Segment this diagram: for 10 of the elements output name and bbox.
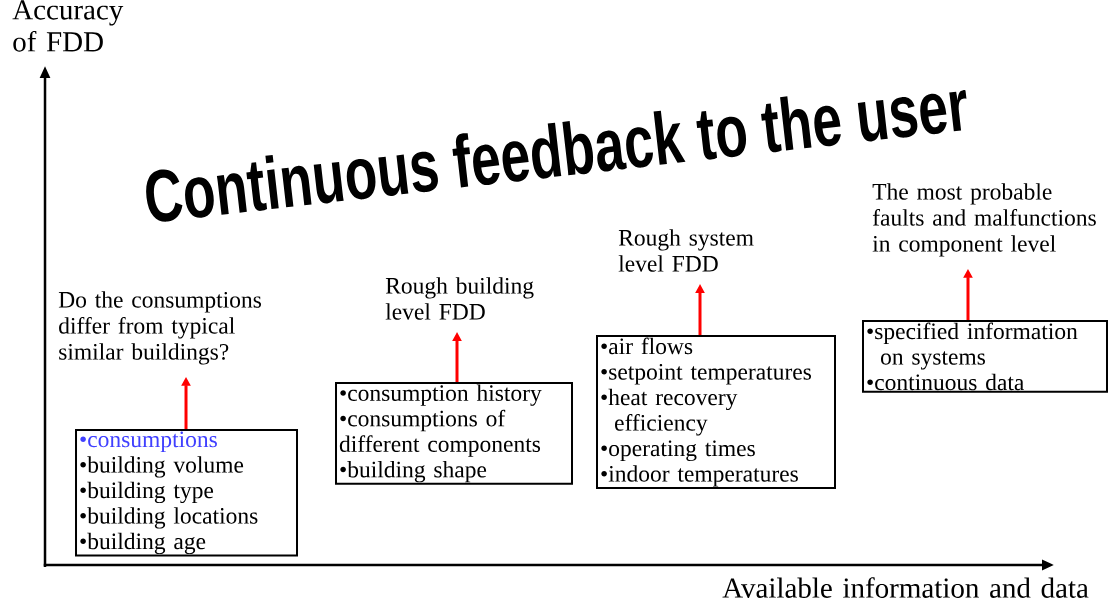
outcome-text: Rough building level FDD	[385, 277, 534, 320]
outcome-text: The most probable faults and malfunctions in component level	[872, 183, 1096, 257]
info-box: •consumption history •consumptions of different components •building shape	[335, 382, 573, 485]
axis-label: Accuracy of FDD	[12, 0, 124, 52]
outcome-text: Do the consumptions differ from typical similar buildings?	[58, 291, 261, 365]
info-box: •air flows •setpoint temperatures •heat recovery efficiency •operating times •indoor temperatures	[596, 335, 836, 490]
axis-label: Available information and data	[722, 577, 1089, 598]
info-box: •specified information on systems •continuous data	[862, 320, 1108, 393]
info-box: •consumptions •building volume •building type •building locations •building age	[75, 429, 298, 557]
outcome-text: Rough system level FDD	[618, 229, 754, 272]
